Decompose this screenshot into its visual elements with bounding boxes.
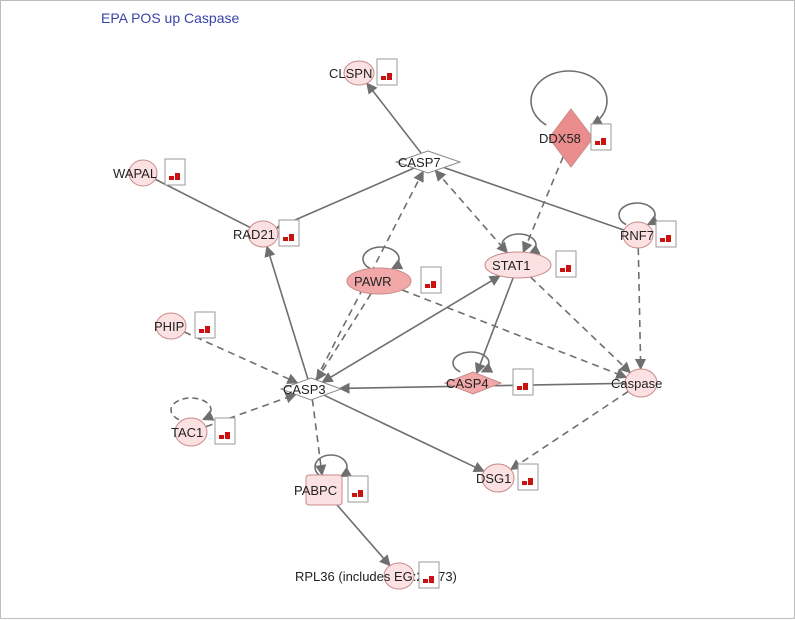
edge-pawr-casp3: [315, 293, 372, 382]
node-pawr[interactable]: PAWR: [346, 266, 442, 295]
node-ddx58[interactable]: DDX58: [539, 108, 612, 168]
node-shape-circle: [624, 368, 658, 398]
expression-bar-icon: [555, 250, 577, 278]
self-loop-tac1: [170, 397, 215, 421]
node-shape-ellipse: [484, 251, 552, 279]
node-label: CASP7: [398, 155, 441, 170]
node-shape-circle: [343, 60, 375, 86]
node-label: Caspase: [611, 376, 662, 391]
expression-bar-icon: [278, 219, 300, 247]
self-loop-rnf7: [618, 202, 660, 226]
self-loop-pabpc: [314, 454, 353, 478]
node-pabpc[interactable]: PABPC: [294, 474, 369, 506]
edge-ddx58-stat1: [522, 156, 564, 254]
edge-rnf7-caspase: [634, 247, 647, 371]
node-casp3[interactable]: CASP3: [279, 377, 343, 401]
node-stat1[interactable]: STAT1: [484, 250, 577, 279]
self-loop-pawr: [362, 246, 404, 270]
node-label: DDX58: [539, 131, 581, 146]
expression-bar-icon: [655, 220, 677, 248]
node-shape-ellipse: [346, 267, 412, 295]
node-shape-circle: [481, 463, 515, 493]
node-rpl36[interactable]: RPL36 (includes EG:25873): [295, 561, 457, 590]
node-label: CASP4: [446, 376, 489, 391]
node-caspase[interactable]: Caspase: [611, 368, 662, 398]
expression-bar-icon: [214, 417, 236, 445]
edge-stat1-caspase: [529, 276, 632, 374]
expression-bar-icon: [194, 311, 216, 339]
node-shape-circle: [247, 220, 279, 248]
node-shape-circle: [174, 417, 208, 447]
node-label: WAPAL: [113, 166, 157, 181]
edge-phip-casp3: [183, 331, 299, 384]
node-label: RNF7: [620, 228, 654, 243]
node-label: RPL36 (includes EG:25873): [295, 569, 457, 584]
node-shape-square: [305, 474, 343, 506]
node-label: TAC1: [171, 425, 203, 440]
edge-casp3-pabpc: [311, 399, 327, 477]
node-label: PHIP: [154, 319, 184, 334]
node-rnf7[interactable]: RNF7: [620, 220, 677, 249]
network-title: EPA POS up Caspase: [101, 10, 240, 26]
node-shape-circle: [622, 221, 654, 249]
self-loop-stat1: [501, 233, 541, 255]
node-shape-circle: [155, 312, 187, 340]
node-label: STAT1: [492, 258, 531, 273]
node-label: RAD21: [233, 227, 275, 242]
edge-casp7-rad21: [275, 167, 415, 230]
node-shape-diamond: [548, 108, 594, 168]
node-shape-diamond: [394, 150, 462, 174]
node-shape-diamond: [279, 377, 343, 401]
node-dsg1[interactable]: DSG1: [476, 463, 539, 493]
expression-bar-icon: [376, 58, 398, 86]
node-rad21[interactable]: RAD21: [233, 219, 300, 248]
node-label: PAWR: [354, 274, 392, 289]
node-clspn[interactable]: CLSPN: [329, 58, 398, 86]
node-tac1[interactable]: TAC1: [171, 417, 236, 447]
node-phip[interactable]: PHIP: [154, 311, 216, 340]
self-loop-ddx58: [530, 70, 608, 126]
expression-bar-icon: [418, 561, 440, 589]
expression-bar-icon: [512, 368, 534, 396]
node-label: CLSPN: [329, 66, 372, 81]
self-loop-layer: [170, 70, 660, 478]
node-label: DSG1: [476, 471, 511, 486]
edge-pawr-caspase: [401, 289, 628, 379]
expression-bar-icon: [420, 266, 442, 294]
node-casp7[interactable]: CASP7: [394, 150, 462, 174]
node-label: CASP3: [283, 382, 326, 397]
node-wapal[interactable]: WAPAL: [113, 158, 186, 187]
edge-casp7-clspn: [366, 82, 422, 154]
node-shape-diamond: [443, 371, 503, 395]
edge-pabpc-rpl36: [336, 504, 391, 567]
node-label: PABPC: [294, 483, 337, 498]
edge-casp7-stat1: [434, 169, 508, 254]
edge-wapal-rad21: [154, 178, 251, 229]
edge-casp3-rad21: [264, 245, 309, 380]
expression-bar-icon: [517, 463, 539, 491]
expression-bar-icon: [590, 123, 612, 151]
edge-casp7-rnf7: [443, 166, 625, 231]
expression-bar-icon: [164, 158, 186, 186]
node-shape-circle: [128, 159, 158, 187]
edge-caspase-dsg1: [509, 390, 629, 471]
edge-stat1-casp3: [321, 275, 501, 383]
self-loop-casp4: [452, 351, 494, 373]
node-casp4[interactable]: CASP4: [443, 368, 534, 396]
node-shape-circle: [383, 562, 415, 590]
edge-casp3-dsg1: [323, 394, 485, 473]
expression-bar-icon: [347, 475, 369, 503]
